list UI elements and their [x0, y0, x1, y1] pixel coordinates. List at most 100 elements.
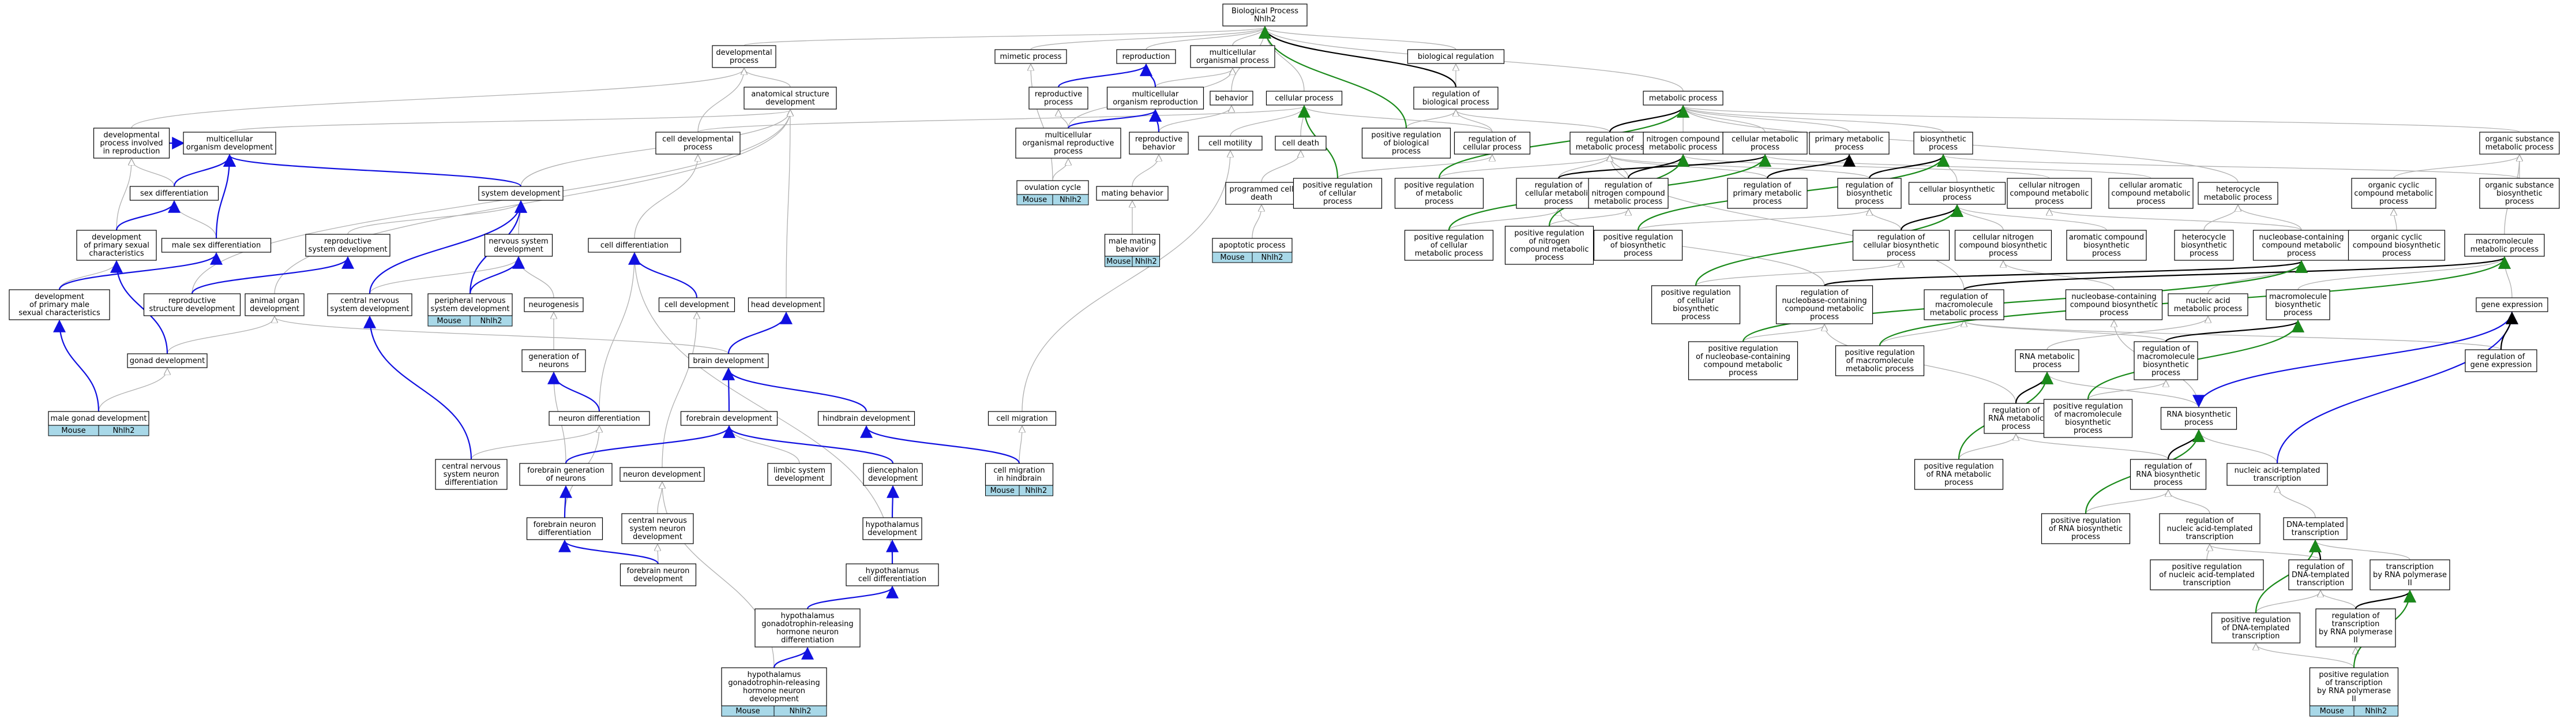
go-term-reg-macromol-biosynth[interactable]: regulation ofmacromoleculebiosyntheticpr… [2134, 341, 2198, 380]
go-term-brain-dev[interactable]: brain development [688, 353, 769, 368]
go-term-neuron-diff[interactable]: neuron differentiation [549, 411, 650, 426]
go-term-reg-nucleobase[interactable]: regulation ofnucleobase-containingcompou… [1775, 285, 1873, 324]
go-term-cell-death[interactable]: cell death [1275, 136, 1327, 151]
go-term-gonad-dev[interactable]: gonad development [127, 353, 208, 368]
go-term-neurogenesis[interactable]: neurogenesis [524, 297, 584, 312]
go-term-mimetic[interactable]: mimetic process [994, 49, 1067, 64]
go-term-cell-motility[interactable]: cell motility [1198, 136, 1263, 151]
go-term-head-dev[interactable]: head development [748, 297, 825, 312]
go-term-male-sex-diff[interactable]: male sex differentiation [161, 238, 272, 253]
go-term-bio-reg[interactable]: biological regulation [1407, 49, 1505, 64]
go-term-gene-expression[interactable]: gene expression [2476, 297, 2548, 312]
go-term-system-dev[interactable]: system development [478, 186, 564, 201]
go-term-hyp-gnrh-diff[interactable]: hypothalamusgonadotrophin-releasinghormo… [754, 608, 861, 648]
go-term-mating-behavior[interactable]: mating behavior [1096, 186, 1169, 201]
go-term-reproduction[interactable]: reproduction [1116, 49, 1176, 64]
go-term-sex-diff[interactable]: sex differentiation [129, 186, 219, 201]
go-term-cell-migration[interactable]: cell migration [987, 411, 1057, 426]
go-term-hyp-gnrh-dev[interactable]: hypothalamusgonadotrophin-releasinghormo… [721, 667, 827, 717]
go-term-cell-dev[interactable]: cell development [658, 297, 735, 312]
go-term-hindbrain-dev[interactable]: hindbrain development [817, 411, 915, 426]
go-term-forebrain-dev[interactable]: forebrain development [680, 411, 778, 426]
